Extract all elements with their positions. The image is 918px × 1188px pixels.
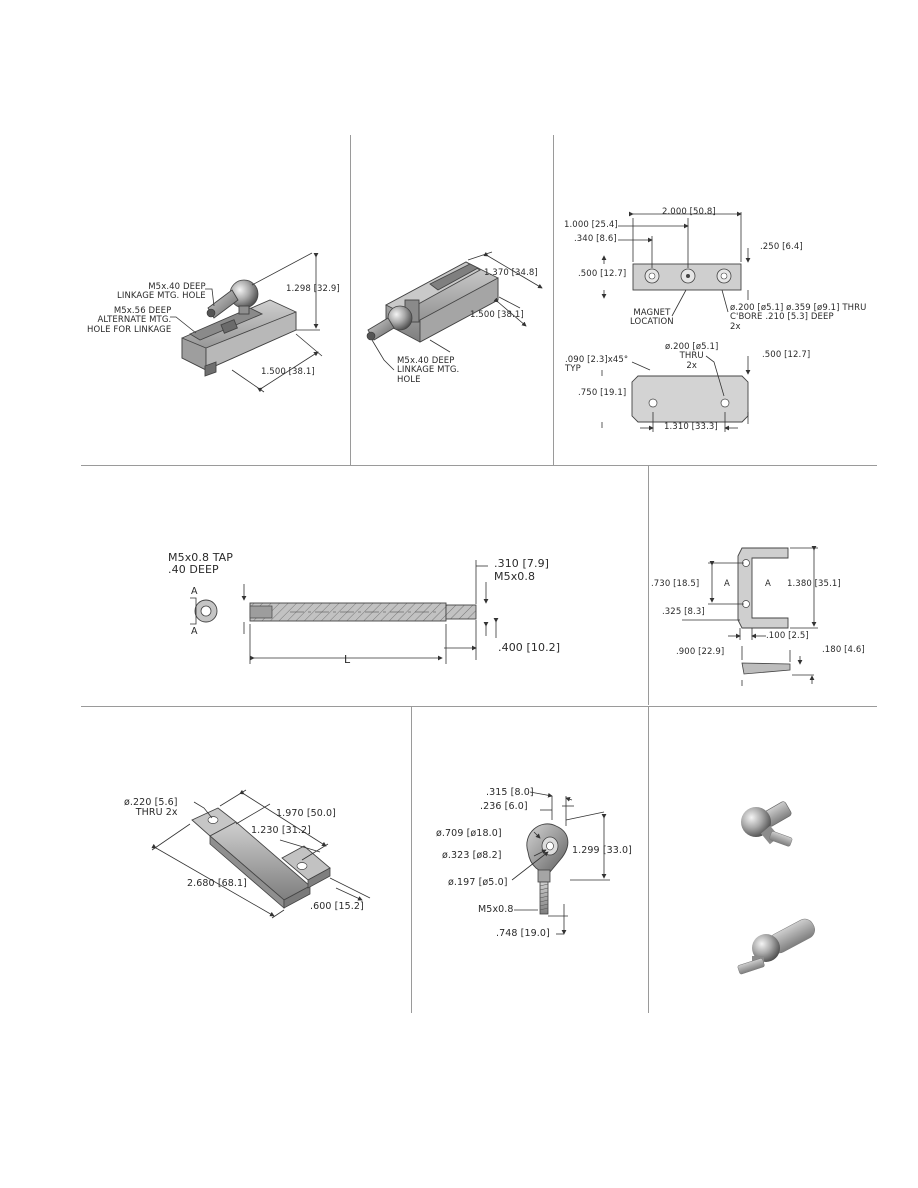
panel7-rodend: [526, 823, 569, 915]
divider-v-mid: [648, 465, 649, 705]
panel6-dim-1230: 1.230 [31.2]: [251, 825, 311, 836]
panel4-thread-label: M5x0.8: [494, 570, 536, 583]
panel7-dim-197: ø.197 [ø5.0]: [448, 877, 508, 888]
panel5-dimensions: [682, 546, 818, 686]
panel6-hole-label: ø.220 [5.6] THRU 2x: [124, 797, 178, 819]
panel7-dim-709: ø.709 [ø18.0]: [436, 828, 502, 839]
panel6-linkbar: [191, 807, 331, 909]
panel1-dim-length: 1.500 [38.1]: [261, 367, 315, 377]
panel3-chamfer-label: .090 [2.3]x45° TYP: [565, 355, 629, 375]
panel2-dim-width: 1.370 [34.8]: [484, 268, 538, 278]
panel6-dim-600: .600 [15.2]: [310, 901, 364, 912]
panel4-section-a-top: A: [191, 586, 198, 597]
panel7-dimensions: [511, 791, 610, 935]
panel2-tap-label: M5x.40 DEEP LINKAGE MTG. HOLE: [397, 356, 460, 385]
panel5-bracket: [737, 547, 791, 675]
divider-v-bot-2: [648, 706, 649, 1013]
panel2-dim-length: 1.500 [38.1]: [470, 310, 524, 320]
panel7-thread-label: M5x0.8: [478, 904, 514, 915]
panel4-tap-label: M5x0.8 TAP .40 DEEP: [168, 551, 234, 577]
panel1-part: [181, 279, 297, 377]
panel7-dim-323: ø.323 [ø8.2]: [442, 850, 502, 861]
panel3-top-plate: [632, 263, 742, 291]
panel4-section-view: [190, 597, 218, 625]
panel6-dim-2680: 2.680 [68.1]: [187, 878, 247, 889]
divider-v-bot-1: [411, 706, 412, 1013]
panel1-dimensions: [170, 252, 323, 393]
divider-h-2: [81, 706, 877, 707]
panel3-cbore-label: ø.200 [ø5.1] ø.359 [ø9.1] THRU C'BORE .2…: [730, 303, 867, 332]
panel3-dim-250: .250 [6.4]: [760, 242, 803, 252]
panel7-dim-315: .315 [8.0]: [486, 787, 534, 798]
panel3-thru-label: ø.200 [ø5.1] THRU 2x: [665, 342, 719, 371]
panel3-dim-500b: .500 [12.7]: [762, 350, 811, 360]
panel4-dimensions: [241, 560, 499, 664]
divider-v-top-1: [350, 135, 351, 465]
panel5-section-a-left: A: [724, 579, 730, 589]
panel7-dim-748: .748 [19.0]: [496, 928, 550, 939]
panel3-dim-1000: 1.000 [25.4]: [564, 220, 618, 230]
panel5-dim-325: .325 [8.3]: [662, 607, 705, 617]
panel2-dimensions: [371, 251, 543, 371]
divider-h-1: [81, 465, 877, 466]
panel4-dim-310: .310 [7.9]: [494, 557, 550, 570]
panel4-dim-l: L: [344, 653, 351, 666]
panel5-dim-1380: 1.380 [35.1]: [787, 579, 841, 589]
panel3-dim-340: .340 [8.6]: [574, 234, 617, 244]
panel5-dim-900: .900 [22.9]: [676, 647, 725, 657]
ball-stud-photo-1: [741, 801, 793, 847]
panel4-section-a-bottom: A: [191, 626, 198, 637]
panel1-dim-height: 1.298 [32.9]: [286, 284, 340, 294]
panel4-shaft: [249, 602, 477, 622]
ball-stud-photo-2: [737, 918, 815, 975]
panel3-dim-2000: 2.000 [50.8]: [662, 207, 716, 217]
panel4-dim-400: .400 [10.2]: [498, 641, 561, 654]
panel5-dim-730: .730 [18.5]: [651, 579, 700, 589]
panel3-dimensions: [601, 211, 751, 432]
panel3-dim-1310: 1.310 [33.3]: [664, 422, 718, 432]
panel5-dim-100: .100 [2.5]: [766, 631, 809, 641]
panel3-bottom-plate: [631, 375, 749, 423]
panel5-dim-180: .180 [4.6]: [822, 645, 865, 655]
panel3-dim-500: .500 [12.7]: [578, 269, 627, 279]
panel6-dim-1970: 1.970 [50.0]: [276, 808, 336, 819]
panel7-dim-1299: 1.299 [33.0]: [572, 845, 632, 856]
panel5-section-a-right: A: [765, 579, 771, 589]
panel6-dimensions: [151, 789, 371, 919]
panel3-magnet-label: MAGNET LOCATION: [630, 308, 674, 328]
panel1-alt-label: M5x.56 DEEP ALTERNATE MTG. HOLE FOR LINK…: [87, 306, 172, 335]
panel7-dim-236: .236 [6.0]: [480, 801, 528, 812]
divider-v-top-2: [553, 135, 554, 465]
panel1-tap-label: M5x.40 DEEP LINKAGE MTG. HOLE: [117, 282, 206, 302]
panel2-part: [366, 261, 499, 343]
panel3-dim-750: .750 [19.1]: [578, 388, 627, 398]
